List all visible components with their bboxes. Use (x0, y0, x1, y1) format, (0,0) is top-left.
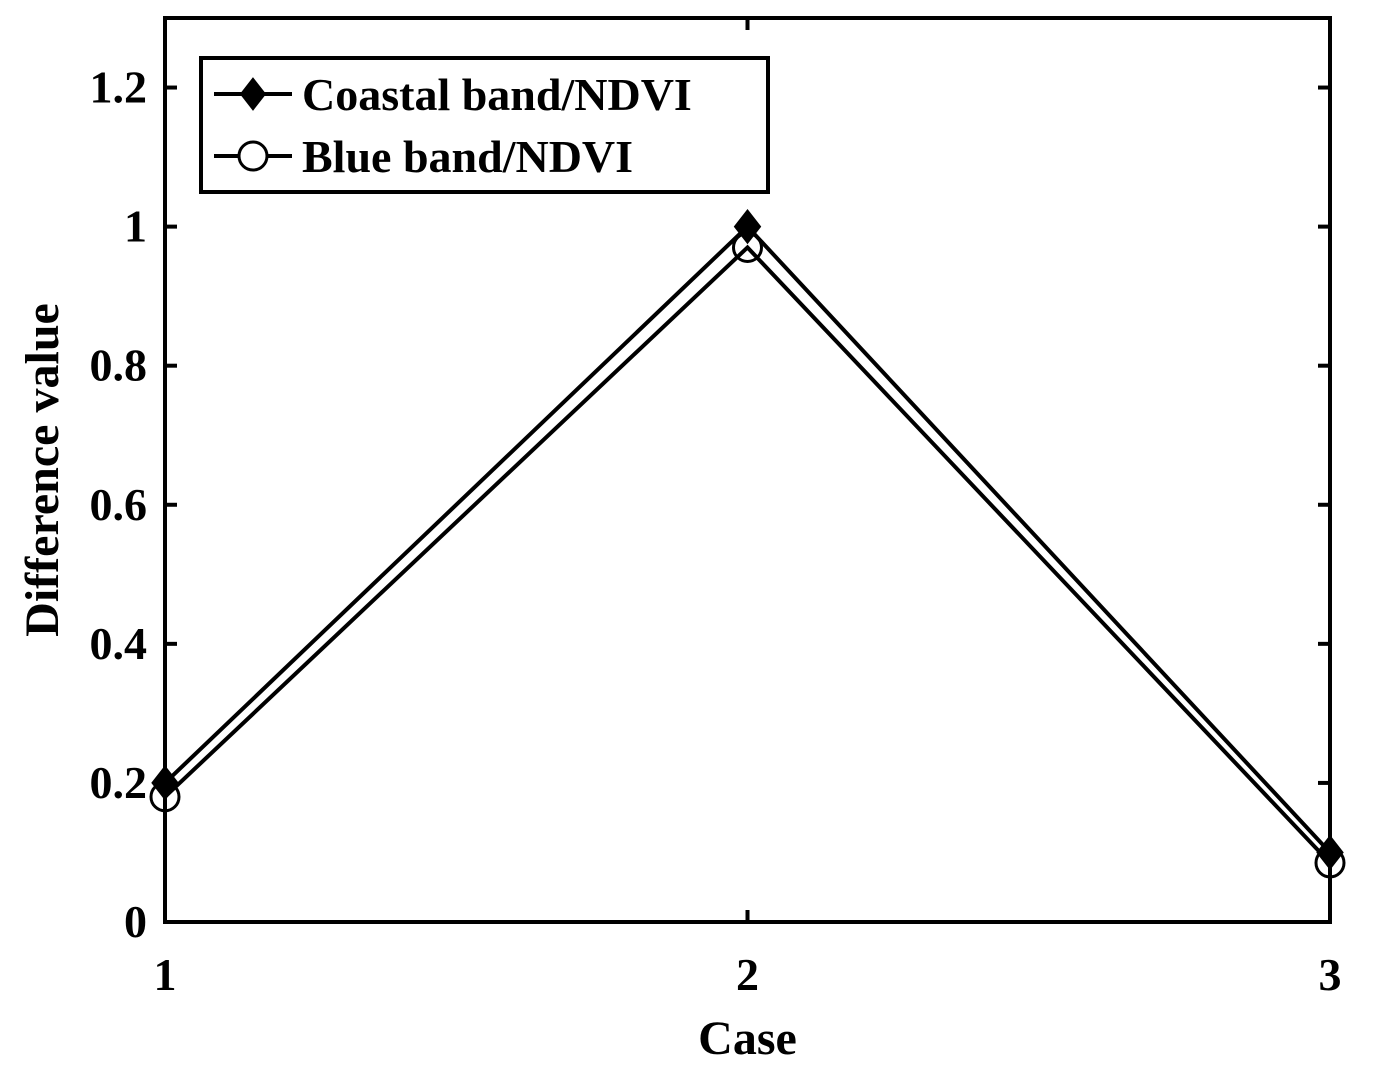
series-blue (161, 240, 1334, 867)
series-line-halo (161, 219, 1334, 856)
x-axis-label: Case (698, 1012, 797, 1065)
y-tick-label: 0.8 (90, 340, 148, 391)
y-tick-label: 0.6 (90, 479, 148, 530)
series-line-halo (161, 240, 1334, 867)
series-line (163, 223, 1332, 854)
series-markers (149, 231, 1346, 879)
legend: Coastal band/NDVI Blue band/NDVI (199, 56, 770, 194)
legend-label-blue: Blue band/NDVI (302, 131, 633, 182)
y-tick-label: 0 (124, 896, 147, 947)
series-markers (151, 208, 1344, 871)
y-tick-label: 1 (124, 201, 147, 252)
x-tick-label: 2 (736, 949, 759, 1000)
legend-marker-circle (237, 140, 269, 172)
y-tick-label: 1.2 (90, 62, 148, 113)
y-tick-label: 0.4 (90, 618, 148, 669)
legend-marker-diamond (239, 77, 267, 111)
legend-box (199, 56, 770, 194)
y-tick-label: 0.2 (90, 757, 148, 808)
series-layer (149, 208, 1346, 879)
series-line (163, 244, 1332, 865)
x-tick-label: 3 (1319, 949, 1342, 1000)
y-axis-label: Difference value (16, 303, 69, 637)
data-point-circle (732, 231, 763, 263)
tick-layer: 0 0.2 0.4 0.6 0.8 1 1.2 1 2 3 (90, 18, 1342, 1000)
x-tick-label: 1 (154, 949, 177, 1000)
legend-label-coastal: Coastal band/NDVI (302, 69, 692, 120)
series-coastal (161, 219, 1334, 856)
